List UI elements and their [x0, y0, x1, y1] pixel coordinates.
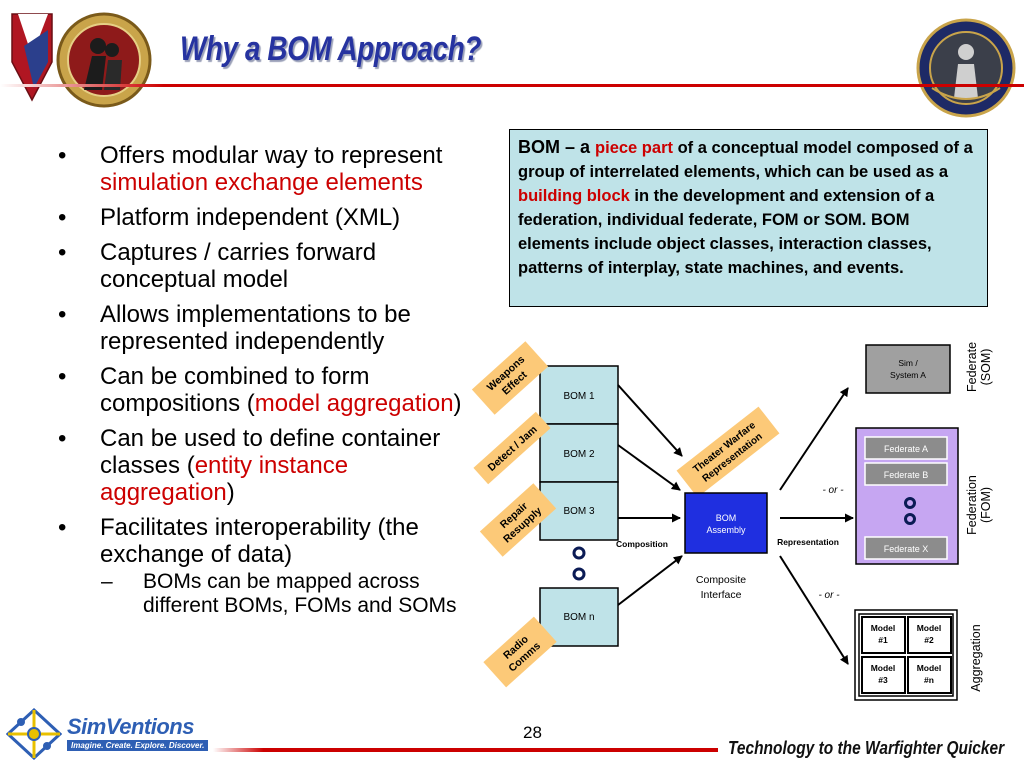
svg-text:Detect / Jam: Detect / Jam [486, 424, 540, 474]
svg-text:Assembly: Assembly [706, 525, 746, 535]
footer-divider [213, 748, 718, 752]
bullet-item: •Captures / carries forward conceptual m… [58, 239, 377, 293]
tag-theater-warfare: Theater Warfare Representation [676, 406, 780, 498]
tag-detect-jam: Detect / Jam [473, 411, 551, 485]
sub-bullet-item: –BOMs can be mapped across different BOM… [101, 570, 457, 617]
arrow-icon [617, 384, 683, 457]
svg-text:#1: #1 [878, 635, 888, 645]
svg-text:Federation: Federation [965, 475, 979, 535]
composition-label: Composition [616, 539, 668, 549]
svg-text:Interface: Interface [701, 589, 742, 601]
aggregation-label: Aggregation [969, 624, 983, 691]
svg-text:Composite: Composite [696, 574, 746, 586]
composite-interface-label: Composite Interface [696, 574, 746, 601]
federation-fom-label: Federation (FOM) [965, 475, 993, 535]
svg-text:Model: Model [871, 663, 896, 673]
sub-bullet-dash: – [101, 570, 113, 593]
bullet-item: •Facilitates interoperability (the excha… [58, 514, 419, 568]
definition-highlight: building block [518, 187, 630, 205]
or-label: - or - [822, 485, 844, 496]
bullet-dot: • [58, 363, 67, 390]
definition-highlight: piece part [595, 139, 673, 157]
simventions-logo-icon [6, 708, 62, 760]
svg-text:BOM 1: BOM 1 [563, 391, 595, 402]
arrow-icon [779, 387, 849, 491]
bullet-dot: • [58, 425, 67, 452]
svg-text:Aggregation: Aggregation [969, 624, 983, 691]
bullet-item: •Can be combined to form compositions (m… [58, 363, 462, 417]
svg-text:Model: Model [871, 623, 896, 633]
brand-name: SimVentions [67, 714, 194, 739]
bullet-item: •Can be used to define container classes… [58, 425, 441, 506]
bullet-dot: • [58, 142, 67, 169]
bullet-dot: • [58, 239, 67, 266]
svg-text:Sim /: Sim / [898, 358, 918, 368]
army-emblem-logo [11, 12, 152, 108]
svg-text:System A: System A [890, 370, 926, 380]
svg-text:BOM 3: BOM 3 [563, 506, 595, 517]
svg-text:Model: Model [917, 663, 942, 673]
svg-text:BOM 2: BOM 2 [563, 449, 595, 460]
arrow-icon [617, 444, 681, 491]
tag-weapons-effect: Weapons Effect [471, 341, 549, 415]
svg-text:#2: #2 [924, 635, 934, 645]
svg-text:BOM n: BOM n [563, 612, 594, 623]
bullet-list: •Offers modular way to represent simulat… [58, 142, 488, 618]
svg-text:(SOM): (SOM) [979, 349, 993, 386]
federate-som-label: Federate (SOM) [965, 342, 993, 392]
title-underline [0, 84, 1024, 87]
arrow-icon [779, 555, 849, 665]
svg-text:Model: Model [917, 623, 942, 633]
page-number: 28 [523, 723, 542, 742]
svg-text:(FOM): (FOM) [979, 487, 993, 523]
sim-system-box: Sim / System A [865, 344, 951, 394]
arrow-icon [617, 555, 683, 606]
bullet-item: •Offers modular way to represent simulat… [58, 142, 443, 196]
federate-label: Federate B [884, 470, 929, 480]
bullet-item: •Platform independent (XML) [58, 204, 401, 231]
brand-tagline: Imagine. Create. Explore. Discover. [67, 740, 209, 751]
bom-box: BOM 1 [539, 365, 619, 425]
bullet-dot: • [58, 301, 67, 328]
federate-label: Federate A [884, 444, 928, 454]
footer-tagline: Technology to the Warfighter Quicker [728, 738, 1005, 758]
bom-box: BOM 2 [539, 423, 619, 483]
svg-text:#n: #n [924, 675, 934, 685]
bullet-dot: • [58, 514, 67, 541]
definition-box: BOM – a piece part of a conceptual model… [509, 129, 988, 307]
federation-container: Federate A Federate B Federate X [855, 427, 959, 565]
representation-label: Representation [777, 537, 839, 547]
bullet-dot: • [58, 204, 67, 231]
svg-text:Federate: Federate [965, 342, 979, 392]
ellipsis-circles-icon [904, 513, 916, 525]
slide-title: Why a BOM Approach? [180, 30, 481, 68]
tag-radio-comms: Radio Comms [483, 616, 557, 688]
svg-text:#3: #3 [878, 675, 888, 685]
ellipsis-circles-icon [572, 546, 586, 581]
bom-box: BOM n [539, 587, 619, 647]
definition-term: BOM [518, 137, 560, 157]
aggregation-container: Model #1 Model #2 Model #3 Model #n [854, 609, 958, 701]
or-label: - or - [818, 590, 840, 601]
federate-label: Federate X [884, 544, 929, 554]
ellipsis-circles-icon [904, 497, 916, 509]
bullet-item: •Allows implementations to be represente… [58, 301, 411, 355]
svg-text:BOM: BOM [716, 513, 737, 523]
bom-assembly-box: BOM Assembly [684, 492, 768, 554]
